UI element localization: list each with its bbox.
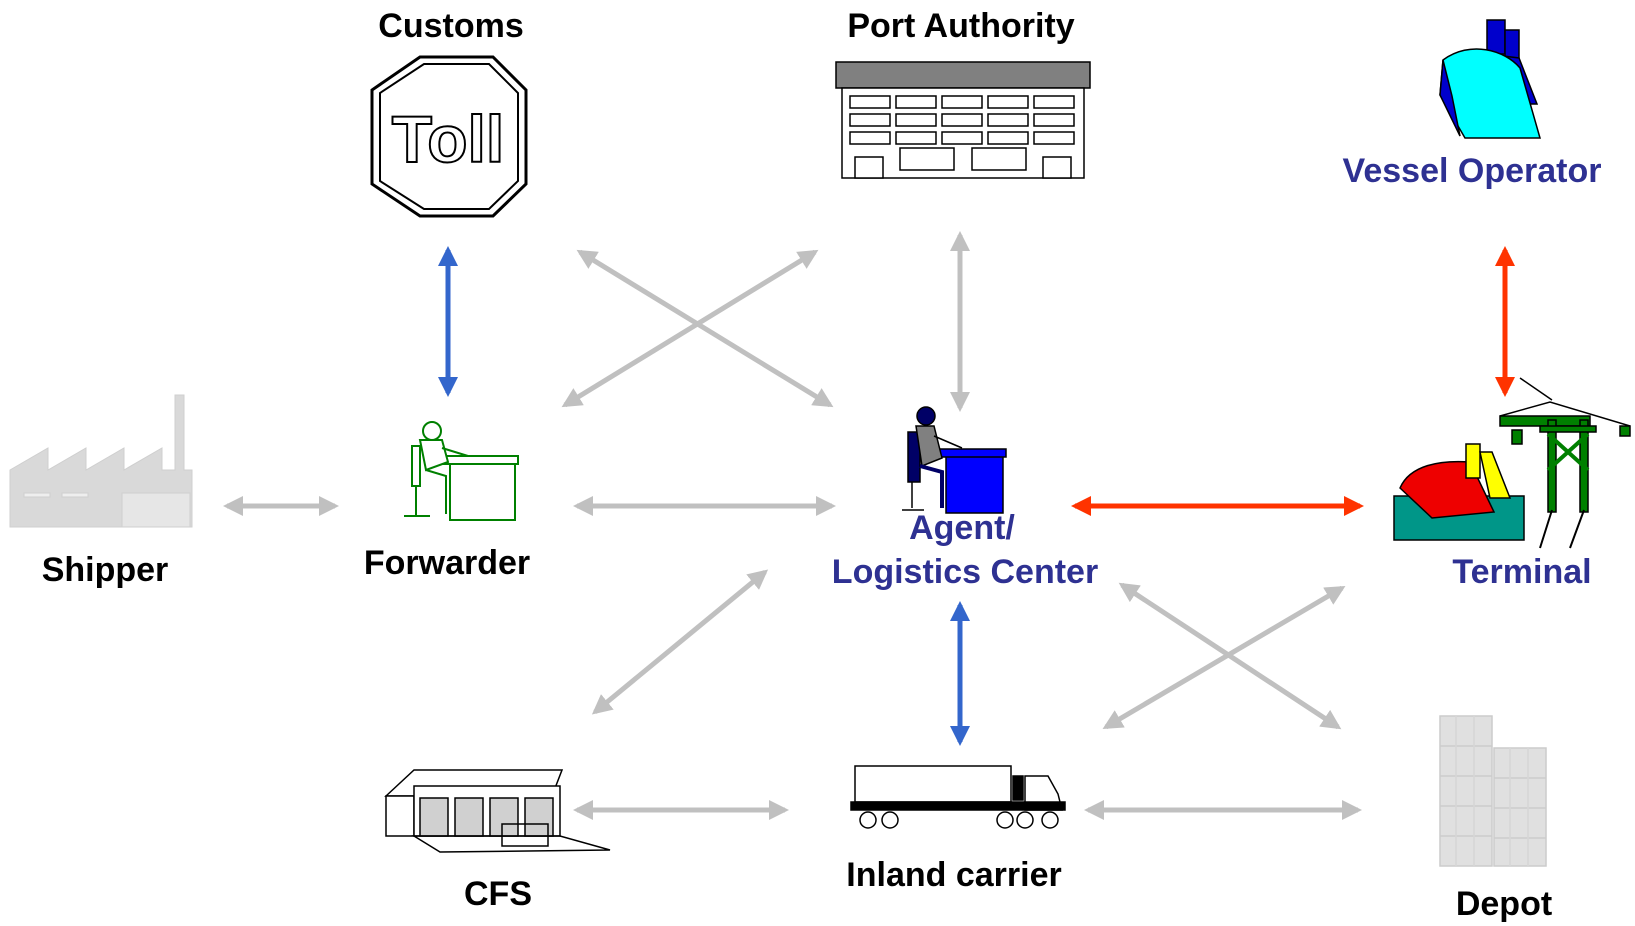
customs-label: Customs	[378, 7, 524, 45]
port-authority-label: Port Authority	[847, 7, 1075, 45]
inland-carrier-label: Inland carrier	[846, 856, 1062, 894]
depot-label: Depot	[1455, 885, 1553, 923]
factory-icon	[9, 394, 193, 528]
truck-icon	[850, 765, 1066, 829]
connection-arrows	[223, 231, 1515, 820]
arrow-agent-cfs	[591, 569, 769, 715]
arrow-terminal-inland	[1102, 585, 1346, 730]
port-authority-building-icon	[835, 61, 1091, 179]
terminal-label: Terminal	[1452, 553, 1592, 591]
forwarder-label: Forwarder	[363, 544, 531, 582]
vessel-ship-icon	[1439, 19, 1541, 139]
shipper-label: Shipper	[41, 551, 169, 589]
agent-label-line1: Agent/	[909, 509, 1015, 547]
toll-sign-text: Toll	[392, 102, 504, 176]
agent-label-line2: Logistics Center	[831, 553, 1099, 591]
arrow-portauthority-forwarder	[561, 249, 819, 408]
cfs-label: CFS	[464, 875, 532, 913]
forwarder-person-at-desk-icon	[404, 421, 519, 521]
terminal-crane-ship-icon	[1393, 377, 1631, 549]
vessel-operator-label: Vessel Operator	[1342, 152, 1602, 190]
toll-sign-icon: Toll	[370, 55, 528, 218]
container-stack-icon	[1439, 715, 1547, 867]
arrow-customs-agent	[576, 249, 834, 408]
cfs-warehouse-icon	[384, 769, 611, 853]
agent-person-at-desk-icon	[902, 406, 1007, 514]
